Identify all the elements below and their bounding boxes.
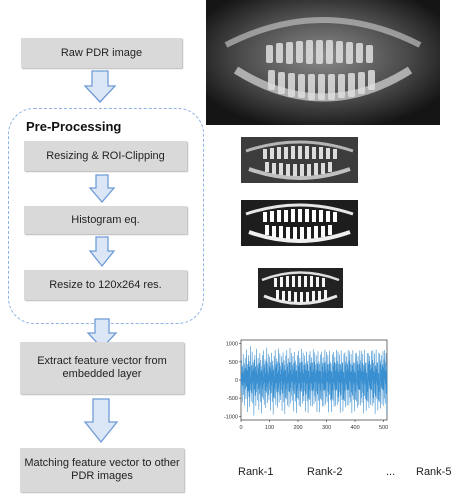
raw-xray-image (206, 0, 440, 125)
down-arrow-icon (88, 236, 116, 268)
resized-xray-image (258, 268, 343, 308)
y-tick-label: -500 (227, 396, 238, 402)
y-tick-label: 500 (229, 360, 238, 366)
y-tick-label: 0 (235, 378, 238, 384)
y-tick-label: -1000 (224, 414, 238, 420)
x-tick-label: 400 (350, 425, 359, 431)
x-tick-label: 100 (265, 425, 274, 431)
feature-vector-plot: 0 100 200 300 400 500 1000 500 0 -500 -1000 (224, 339, 388, 431)
y-tick-label: 1000 (226, 342, 238, 348)
histogram-box: Histogram eq. (24, 206, 187, 234)
extract-label: Extract feature vector from embedded lay… (37, 355, 167, 380)
resize-roi-box: Resizing & ROI-Clipping (24, 141, 187, 171)
matching-label: Matching feature vector to other PDR ima… (24, 457, 180, 482)
roi-xray-image (241, 137, 358, 183)
down-arrow-icon (83, 398, 119, 444)
x-tick-label: 500 (379, 425, 388, 431)
raw-pdr-label: Raw PDR image (60, 46, 143, 59)
rank-label-ellipsis: ... (386, 466, 396, 478)
down-arrow-icon (88, 174, 116, 203)
histogram-xray-image (241, 200, 358, 246)
preprocessing-title: Pre-Processing (26, 119, 122, 134)
x-tick-label: 0 (239, 425, 242, 431)
rank-label-5: Rank-5 (416, 466, 452, 478)
rank-label-2: Rank-2 (307, 466, 343, 478)
resize-roi-label: Resizing & ROI-Clipping (46, 149, 165, 162)
x-tick-label: 300 (322, 425, 331, 431)
rank-label-1: Rank-1 (238, 466, 274, 478)
matching-box: Matching feature vector to other PDR ima… (20, 448, 184, 492)
resize-res-box: Resize to 120x264 res. (24, 270, 187, 300)
down-arrow-icon (83, 70, 117, 103)
raw-pdr-box: Raw PDR image (21, 38, 182, 68)
feature-vector-line-0 (240, 346, 388, 416)
histogram-label: Histogram eq. (71, 213, 140, 226)
resize-res-label: Resize to 120x264 res. (49, 278, 162, 291)
down-arrow-icon (86, 318, 118, 349)
extract-box: Extract feature vector from embedded lay… (20, 342, 184, 394)
x-tick-label: 200 (293, 425, 302, 431)
